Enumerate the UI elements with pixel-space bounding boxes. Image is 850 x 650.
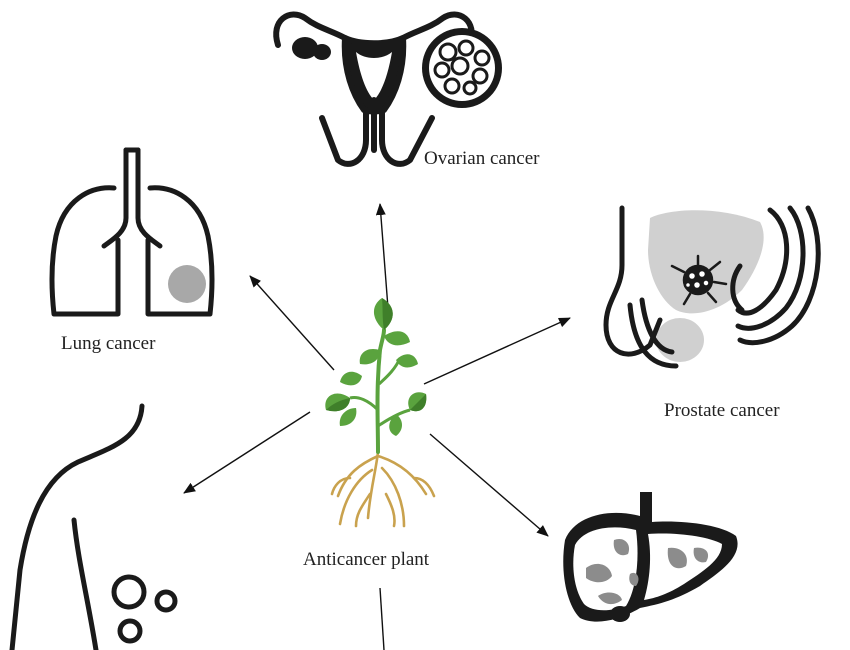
lung-cancer-label: Lung cancer	[61, 333, 156, 354]
plant-icon	[325, 298, 436, 528]
arrow-to-lung	[249, 275, 335, 371]
arrow-to-breast	[183, 411, 311, 494]
breast-torso-icon	[9, 403, 178, 650]
arrows	[183, 203, 571, 650]
uterus-ovary-icon	[273, 11, 475, 167]
ovarian-cancer-label: Ovarian cancer	[424, 148, 540, 169]
ovarian-tumor-icon	[422, 28, 502, 108]
liver-icon	[563, 492, 738, 622]
prostate-cancer-label: Prostate cancer	[664, 400, 780, 421]
arrow-down	[379, 587, 385, 650]
prostate-icon	[603, 205, 821, 369]
arrow-to-liver	[429, 433, 549, 537]
anticancer-plant-label: Anticancer plant	[303, 549, 430, 570]
lungs-icon	[49, 147, 215, 317]
arrow-to-ovarian	[375, 203, 389, 309]
lung-tumor-icon	[168, 265, 206, 303]
arrow-to-prostate	[423, 317, 571, 385]
